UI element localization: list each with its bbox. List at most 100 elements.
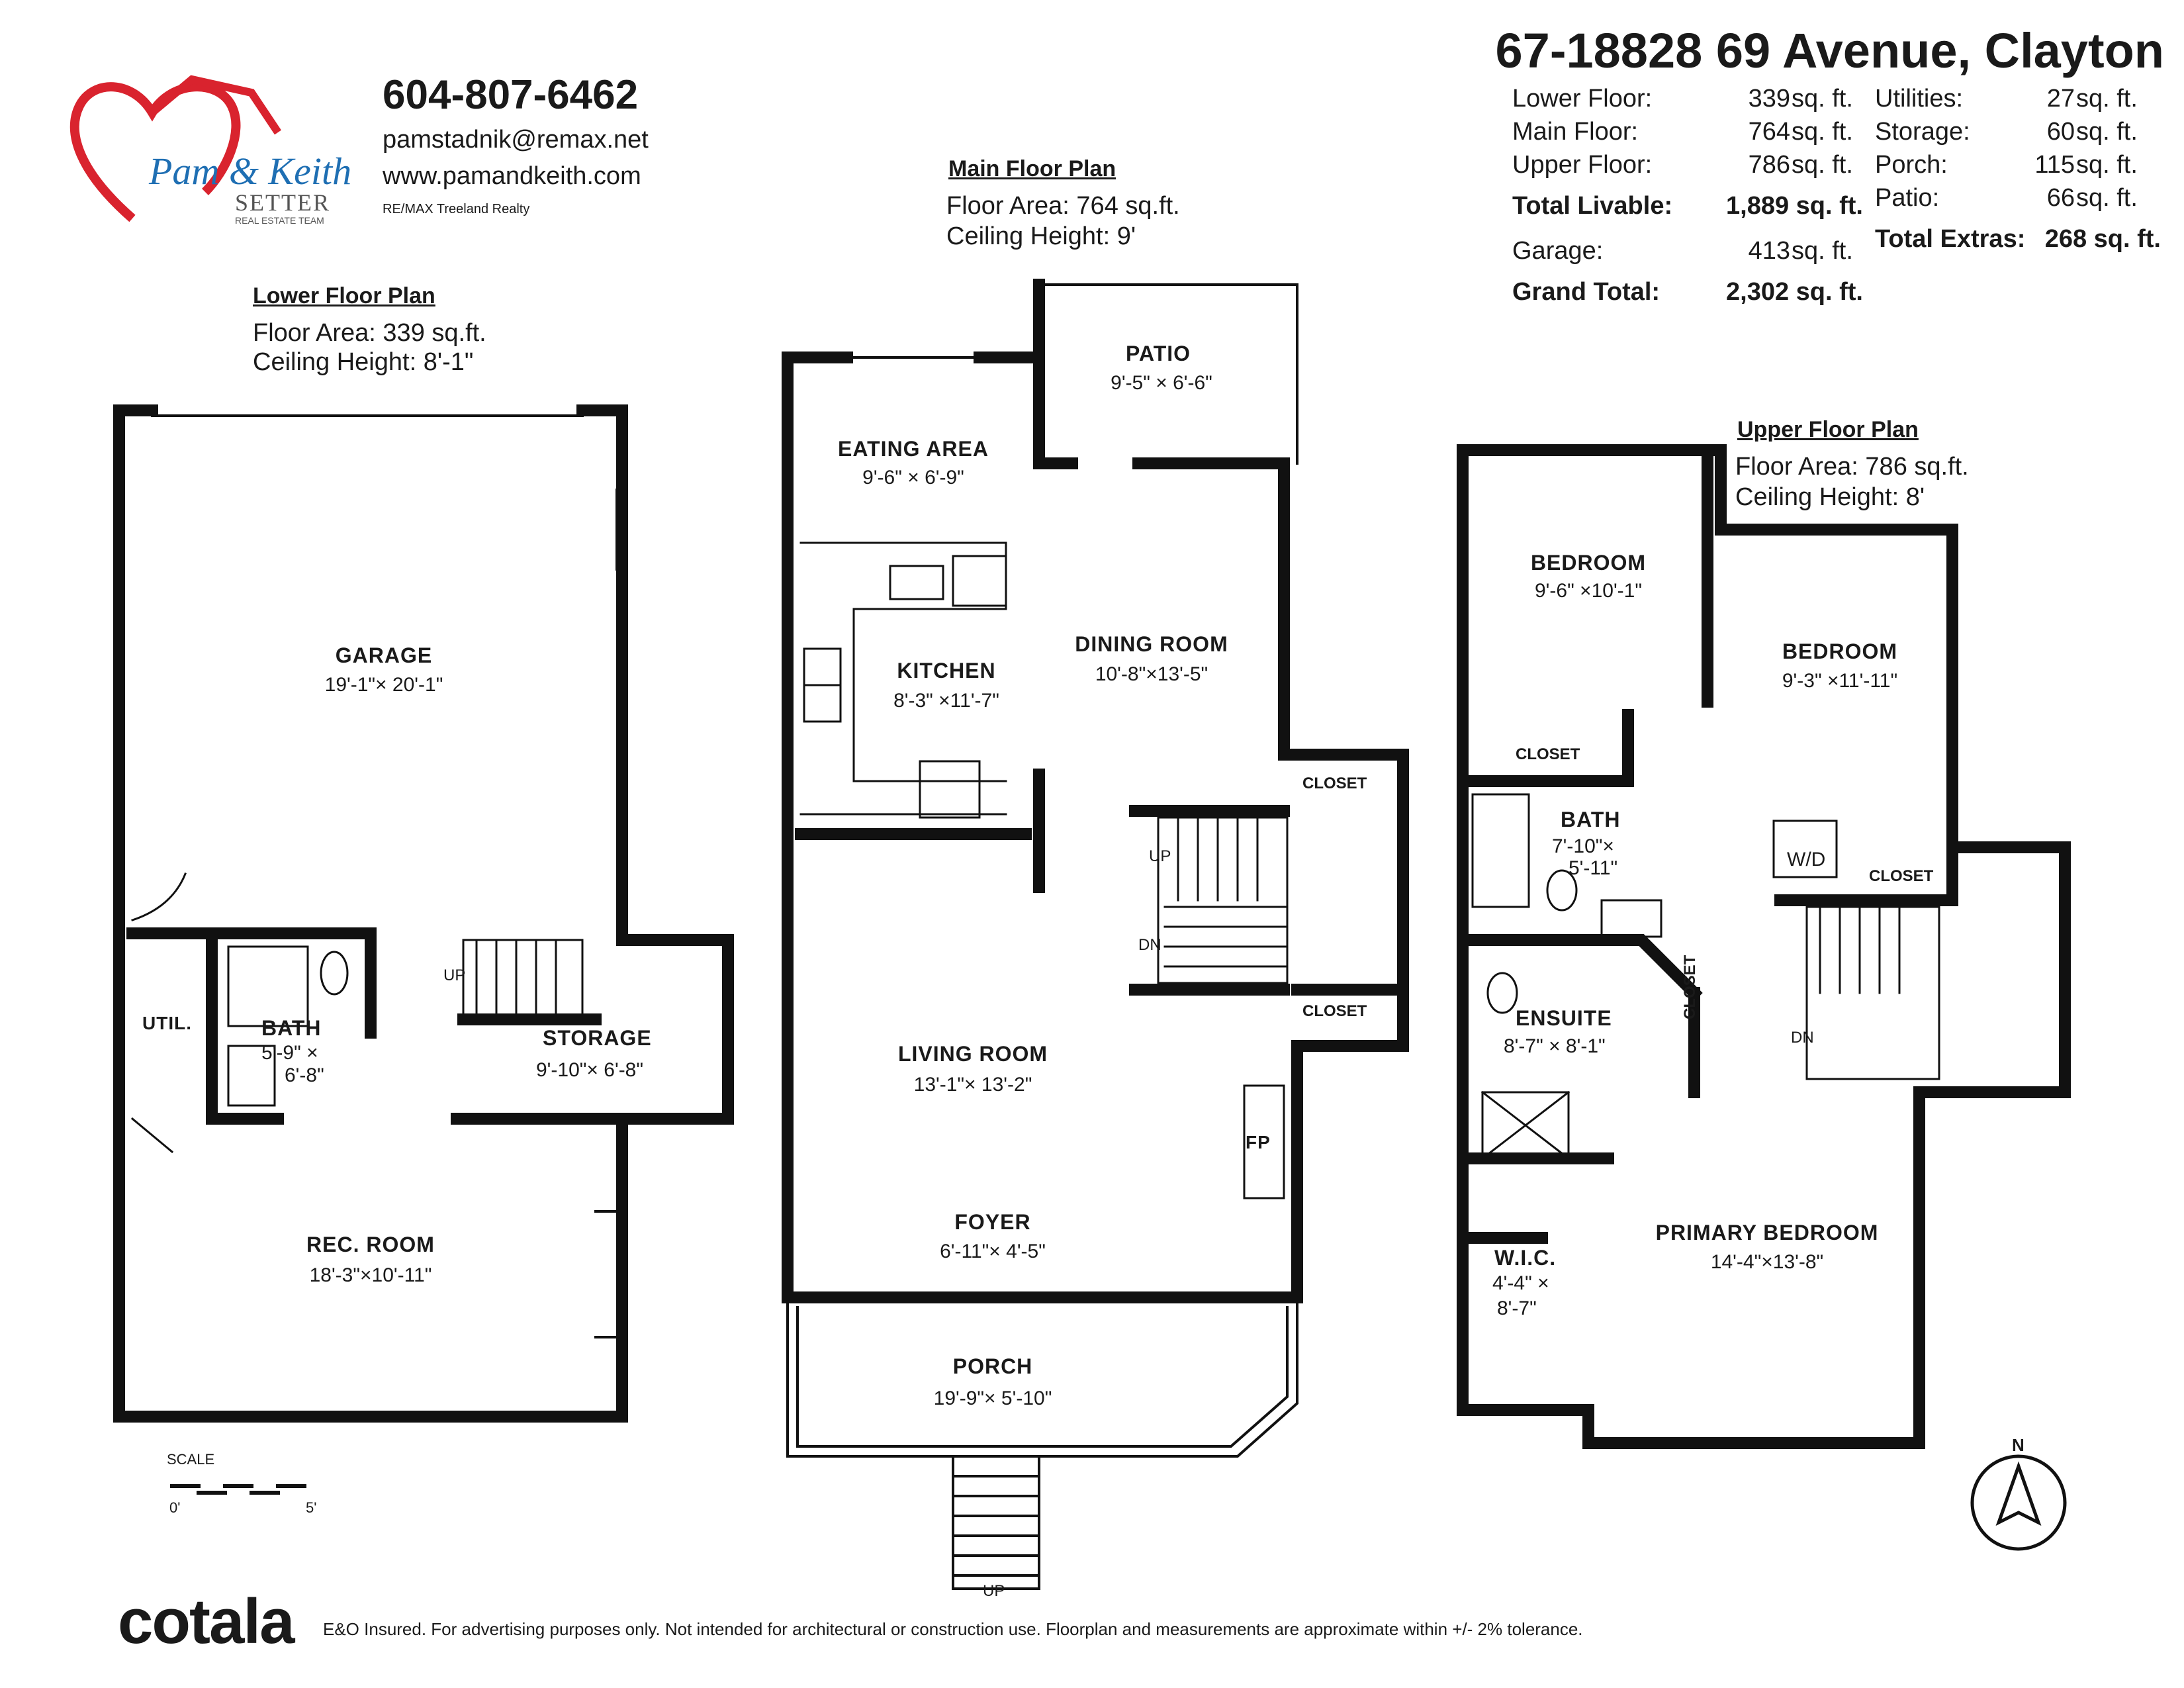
upper-closet-1: CLOSET [1516, 745, 1580, 763]
rec-room-dim: 18'-3"×10'-11" [309, 1264, 432, 1286]
bedroom-1-dim: 9'-6" ×10'-1" [1534, 580, 1642, 602]
main-floor-patio [846, 283, 1298, 465]
storage-val: 60 [2046, 118, 2075, 146]
rec-room-label: REC. ROOM [306, 1233, 435, 1256]
lower-bath-label: BATH [261, 1016, 322, 1040]
garage-unit: sq. ft. [1792, 237, 1853, 265]
brokerage: RE/MAX Treeland Realty [383, 202, 530, 216]
main-floor-kitchen [799, 541, 1007, 819]
foyer-label: FOYER [954, 1210, 1031, 1234]
patio-unit: sq. ft. [2076, 184, 2138, 212]
lower-plan-ceiling: Ceiling Height: 8'-1" [253, 348, 474, 376]
grand-total-label: Grand Total: [1512, 278, 1661, 306]
utilities-val: 27 [2046, 85, 2075, 113]
garage-dim: 19'-1"× 20'-1" [324, 674, 443, 696]
lower-floor-windows [151, 414, 623, 1338]
eating-area-dim: 9'-6" × 6'-9" [862, 467, 964, 489]
ensuite-label: ENSUITE [1516, 1006, 1612, 1030]
main-floor-walls [782, 279, 1409, 1303]
porch-dim: 19'-9"× 5'-10" [933, 1387, 1052, 1409]
main-plan-title: Main Floor Plan [948, 156, 1116, 181]
scale-label: SCALE [167, 1451, 215, 1468]
porch-val: 115 [2034, 151, 2075, 179]
total-extras-val: 268 sq. ft. [2044, 225, 2161, 253]
upper-bath-label: BATH [1561, 808, 1621, 831]
living-room-dim: 13'-1"× 13'-2" [913, 1074, 1032, 1096]
washer-dryer-label: W/D [1787, 849, 1826, 870]
bedroom-2-dim: 9'-3" ×11'-11" [1782, 670, 1898, 692]
scale-five: 5' [306, 1499, 317, 1516]
cotala-logo: cotala [118, 1586, 295, 1657]
agent-website: www.pamandkeith.com [383, 162, 641, 190]
main-floor-stairs [1157, 816, 1289, 1199]
wic-dim2: 8'-7" [1497, 1297, 1537, 1319]
lower-bath-dim2: 6'-8" [285, 1064, 324, 1086]
storage-label: Storage: [1875, 118, 1970, 146]
grand-total-val: 2,302 sq. ft. [1726, 278, 1863, 306]
north-label: N [2012, 1435, 2025, 1455]
area-summary: Lower Floor: 339 sq. ft. Main Floor: 764… [1512, 85, 2161, 316]
util-label: UTIL. [142, 1013, 192, 1033]
patio-dim: 9'-5" × 6'-6" [1111, 372, 1212, 394]
total-livable-val: 1,889 sq. ft. [1726, 192, 1863, 220]
logo-sub: SETTER [235, 189, 330, 216]
porch-stair-up: UP [983, 1582, 1005, 1600]
kitchen-label: KITCHEN [897, 659, 996, 682]
primary-bedroom-label: PRIMARY BEDROOM [1655, 1221, 1879, 1244]
upper-floor-unit: sq. ft. [1792, 151, 1853, 179]
agent-phone: 604-807-6462 [383, 72, 639, 118]
total-extras-label: Total Extras: [1875, 225, 2026, 253]
lower-plan-area: Floor Area: 339 sq.ft. [253, 319, 486, 347]
primary-bedroom-dim: 14'-4"×13'-8" [1710, 1251, 1824, 1273]
porch-label: Porch: [1875, 151, 1948, 179]
porch-unit: sq. ft. [2076, 151, 2138, 179]
porch-label: PORCH [952, 1354, 1033, 1378]
dining-room-dim: 10'-8"×13'-5" [1095, 663, 1208, 685]
patio-label: Patio: [1875, 184, 1940, 212]
main-floor-unit: sq. ft. [1792, 118, 1853, 146]
scale-bar [170, 1484, 306, 1495]
main-plan-area: Floor Area: 764 sq.ft. [946, 192, 1180, 220]
logo-tag: REAL ESTATE TEAM [235, 215, 324, 226]
lower-floor-fixtures [130, 872, 584, 1154]
lower-floor-val: 339 [1748, 85, 1790, 113]
garage-label: GARAGE [335, 643, 433, 667]
lower-floor-label: Lower Floor: [1512, 85, 1653, 113]
utilities-unit: sq. ft. [2076, 85, 2138, 113]
upper-floor-fixtures [1471, 793, 1940, 1160]
upper-stair-dn: DN [1791, 1029, 1814, 1047]
main-floor-val: 764 [1748, 118, 1790, 146]
garage-val: 413 [1748, 237, 1790, 265]
ensuite-dim: 8'-7" × 8'-1" [1504, 1035, 1606, 1057]
kitchen-dim: 8'-3" ×11'-7" [893, 690, 999, 712]
property-address: 67-18828 69 Avenue, Clayton [1495, 23, 2164, 78]
lower-plan-title: Lower Floor Plan [253, 283, 435, 308]
disclaimer: E&O Insured. For advertising purposes on… [323, 1619, 1583, 1639]
upper-plan-area: Floor Area: 786 sq.ft. [1735, 453, 1969, 481]
living-room-label: LIVING ROOM [897, 1042, 1048, 1066]
bedroom-2-label: BEDROOM [1782, 639, 1898, 663]
main-closet-1: CLOSET [1302, 774, 1367, 792]
main-floor-porch [786, 1296, 1298, 1590]
main-stair-up: UP [1149, 847, 1171, 865]
bedroom-1-label: BEDROOM [1530, 551, 1647, 575]
scale-zero: 0' [169, 1499, 181, 1516]
agent-email: pamstadnik@remax.net [383, 126, 649, 154]
dining-room-label: DINING ROOM [1075, 632, 1228, 656]
main-floor-label: Main Floor: [1512, 118, 1639, 146]
upper-plan-title: Upper Floor Plan [1737, 417, 1919, 442]
foyer-dim: 6'-11"× 4'-5" [940, 1241, 1046, 1262]
wic-dim1: 4'-4" × [1492, 1272, 1549, 1294]
garage-label: Garage: [1512, 237, 1604, 265]
utilities-label: Utilities: [1875, 85, 1964, 113]
patio-val: 66 [2046, 184, 2075, 212]
lower-floor-unit: sq. ft. [1792, 85, 1853, 113]
upper-closet-2: CLOSET [1869, 867, 1934, 885]
storage-unit: sq. ft. [2076, 118, 2138, 146]
lower-bath-dim1: 5'-9" × [261, 1042, 318, 1064]
lower-stair-up: UP [443, 966, 466, 984]
eating-area-label: EATING AREA [838, 437, 989, 461]
wic-label: W.I.C. [1494, 1246, 1557, 1270]
upper-floor-val: 786 [1748, 151, 1790, 179]
